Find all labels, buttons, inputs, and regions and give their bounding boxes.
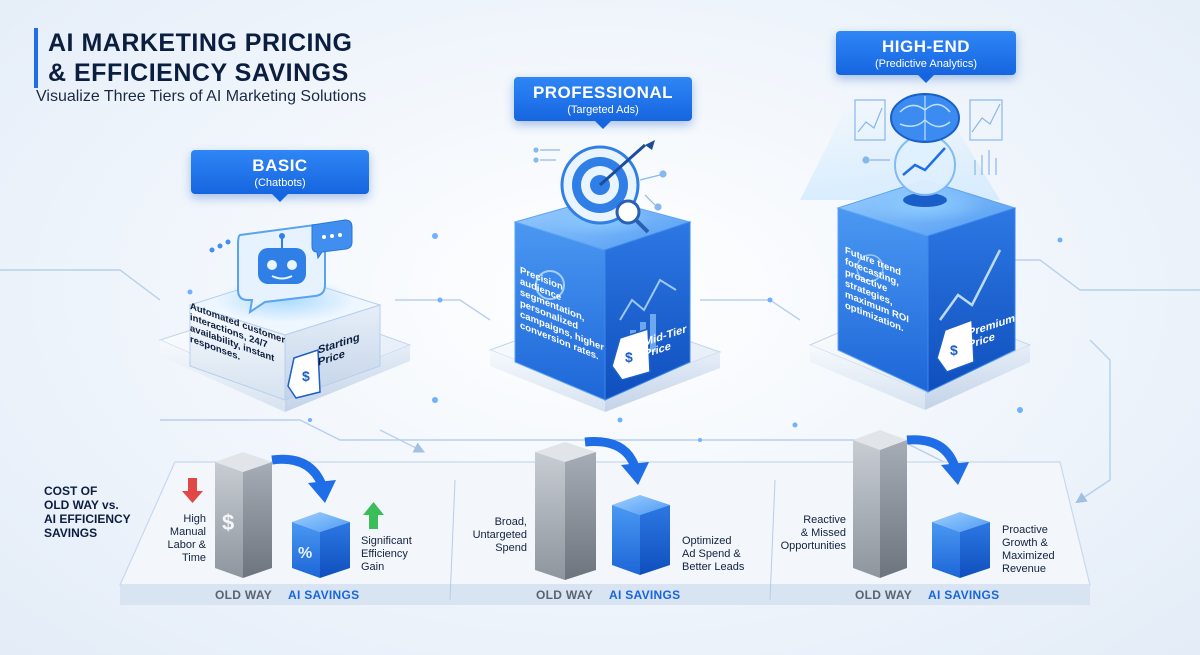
old-way-caption-1: OLD WAY	[215, 588, 272, 602]
savings-arrow-2	[584, 437, 649, 485]
page-subtitle: Visualize Three Tiers of AI Marketing So…	[36, 88, 367, 105]
basic-tier-platform: $	[158, 219, 412, 412]
comparison-section-label: COST OF OLD WAY vs. AI EFFICIENCY SAVING…	[44, 484, 131, 540]
ai-savings-description-1: Significant Efficiency Gain	[361, 535, 412, 573]
tier-label-basic: BASIC (Chatbots)	[191, 150, 369, 202]
svg-text:%: %	[298, 545, 312, 562]
tier-subtitle: (Predictive Analytics)	[874, 58, 978, 70]
target-icon	[560, 140, 655, 234]
tier-label-high-end: HIGH-END (Predictive Analytics)	[836, 31, 1016, 83]
circuit-nodes	[187, 233, 1063, 442]
tier-name: BASIC	[252, 156, 308, 175]
red-down-arrow-icon	[182, 478, 203, 503]
page-title-line-2: & EFFICIENCY SAVINGS	[48, 59, 349, 87]
professional-tier-cube: $	[488, 140, 722, 412]
savings-arrow-3	[906, 435, 969, 485]
tier-label-professional: PROFESSIONAL (Targeted Ads)	[514, 77, 692, 129]
ai-savings-caption-1: AI SAVINGS	[288, 588, 360, 602]
savings-arrow-1	[271, 454, 336, 503]
svg-text:$: $	[302, 368, 310, 384]
svg-text:$: $	[950, 342, 958, 358]
ai-savings-description-2: Optimized Ad Spend & Better Leads	[682, 535, 745, 573]
chatbot-icon	[209, 219, 353, 315]
tier-subtitle: (Chatbots)	[254, 177, 306, 189]
old-way-bar-3	[853, 430, 907, 578]
high-end-tier-cube: $	[800, 93, 1032, 410]
old-way-description-1: High Manual Labor & Time	[167, 513, 206, 564]
tier-subtitle: (Targeted Ads)	[567, 104, 639, 116]
price-tag-icon: $	[936, 318, 975, 373]
title-block: AI MARKETING PRICING & EFFICIENCY SAVING…	[34, 28, 352, 88]
tier-name: HIGH-END	[881, 37, 971, 56]
price-tag-icon: $	[287, 348, 321, 399]
green-up-arrow-icon	[363, 502, 384, 529]
price-tag-icon: $	[611, 327, 651, 381]
svg-text:$: $	[625, 349, 633, 365]
old-way-caption-3: OLD WAY	[855, 588, 912, 602]
svg-text:$: $	[222, 510, 234, 535]
brain-icon	[890, 93, 960, 207]
tier-name: PROFESSIONAL	[532, 83, 674, 102]
comparison-platform	[119, 461, 1091, 605]
page-title-line-1: AI MARKETING PRICING	[48, 29, 353, 57]
old-way-description-2: Broad, Untargeted Spend	[472, 516, 527, 554]
ai-savings-cube-3	[932, 512, 990, 578]
ai-savings-cube-1: %	[292, 512, 350, 578]
ai-savings-description-3: Proactive Growth & Maximized Revenue	[1002, 524, 1055, 575]
old-way-bar-2	[535, 442, 596, 580]
ai-savings-cube-2	[612, 495, 670, 575]
ai-savings-caption-2: AI SAVINGS	[609, 588, 681, 602]
old-way-bar-1: $	[215, 452, 272, 578]
old-way-description-3: Reactive & Missed Opportunities	[780, 514, 846, 552]
ai-savings-caption-3: AI SAVINGS	[928, 588, 1000, 602]
old-way-caption-2: OLD WAY	[536, 588, 593, 602]
